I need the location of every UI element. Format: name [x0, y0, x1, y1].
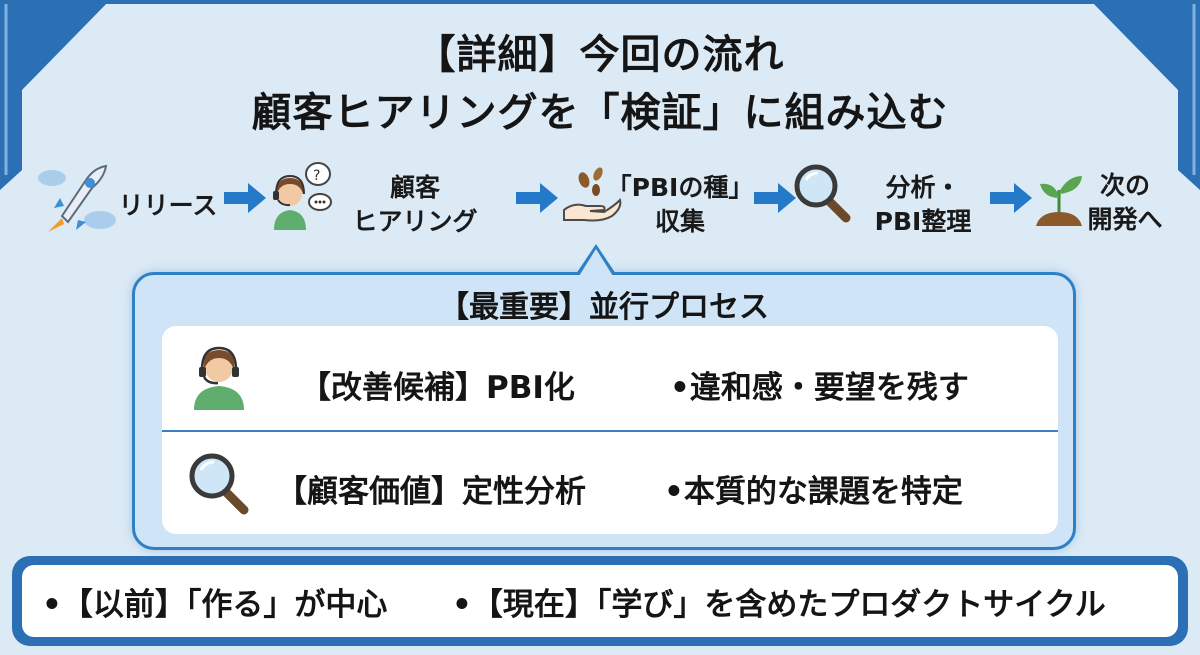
page-subtitle: 顧客ヒアリングを「検証」に組み込む — [251, 90, 949, 136]
summary-banner-inner — [22, 565, 1178, 637]
flow-step-label: ヒアリング — [352, 207, 478, 236]
page-title: 【詳細】今回の流れ — [415, 32, 785, 78]
flow-step-collect: 「PBIの種」 収集 — [600, 171, 760, 239]
flow-step-label: 開発へ — [1087, 205, 1163, 234]
sprout-icon — [1036, 176, 1082, 226]
flow-step-label: 収集 — [654, 207, 705, 236]
headset-person-icon — [194, 346, 244, 410]
hand-seeds-icon — [563, 167, 622, 222]
summary-before: •【以前】「作る」が中心 — [42, 587, 388, 623]
flow-step-next: 次の 開発へ — [1080, 169, 1170, 237]
flow-step-label: PBI整理 — [874, 207, 972, 236]
flow-step-label: 次の — [1099, 171, 1150, 200]
arrow-right-icon — [754, 183, 796, 213]
flow-step-label: 顧客 — [389, 173, 440, 202]
arrow-right-icon — [224, 183, 266, 213]
summary-now: •【現在】「学び」を含めたプロダクトサイクル — [452, 587, 1106, 623]
flow-step-label: 分析・ — [885, 173, 961, 202]
arrow-right-icon — [516, 183, 558, 213]
row-detail-value: •本質的な課題を特定 — [664, 474, 963, 510]
flow-step-label: 「PBIの種」 — [606, 173, 754, 202]
flow-step-release: リリース — [112, 189, 224, 223]
svg-text:?: ? — [313, 168, 320, 184]
arrow-right-icon — [990, 183, 1032, 213]
callout-title: 【最重要】並行プロセス — [439, 290, 769, 325]
magnifier-icon — [794, 164, 851, 223]
row-label-improvement: 【改善候補】PBI化 — [300, 370, 575, 406]
headset-person-icon: ? — [273, 162, 332, 230]
flow-step-hearing: 顧客 ヒアリング — [340, 171, 490, 239]
row-detail-improvement: •違和感・要望を残す — [670, 370, 969, 406]
rocket-icon — [38, 164, 116, 232]
row-divider — [162, 430, 1058, 432]
magnifier-icon — [189, 453, 249, 515]
flow-step-label: リリース — [118, 191, 218, 220]
flow-step-analysis: 分析・ PBI整理 — [852, 171, 994, 239]
row-label-value: 【顧客価値】定性分析 — [276, 474, 586, 510]
